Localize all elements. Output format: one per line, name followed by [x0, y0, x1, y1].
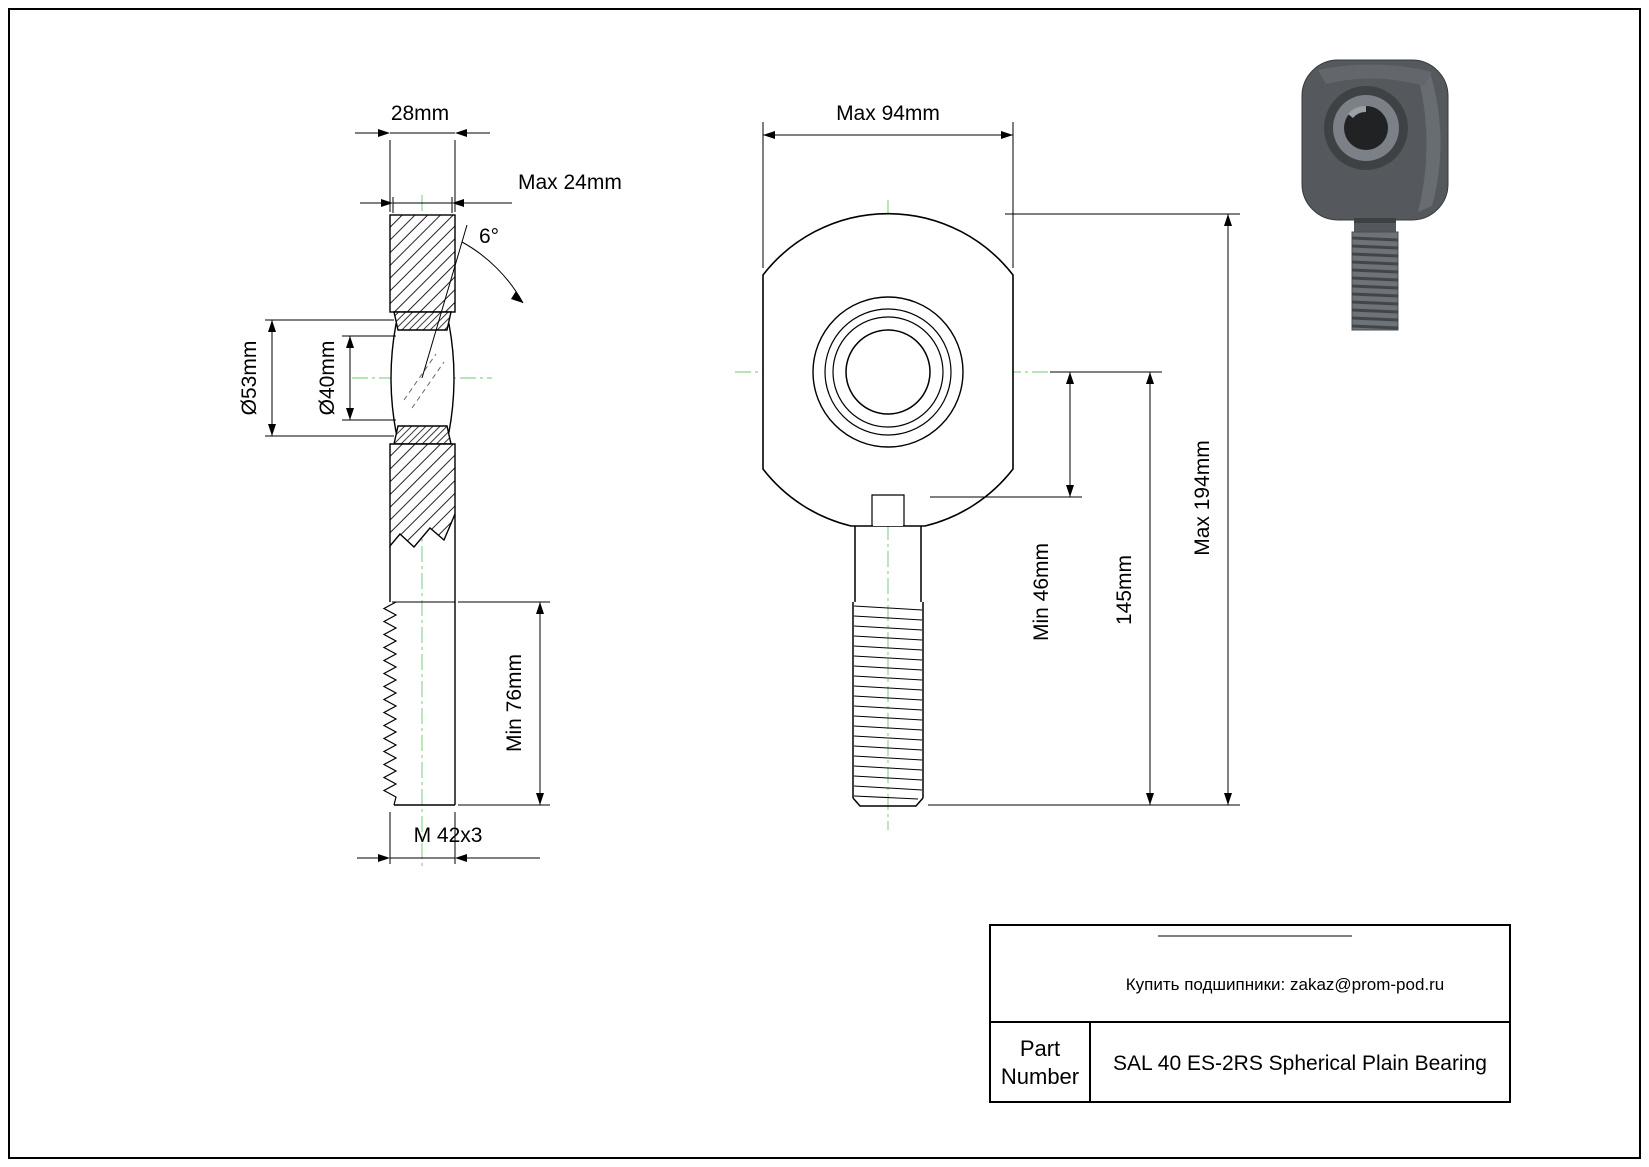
dim-label-thread-length: Min 76mm	[503, 654, 526, 752]
dim-ball-width: Max 24mm	[360, 171, 622, 213]
dim-label-thread-spec: M 42x3	[414, 824, 483, 847]
seal-circle	[832, 316, 944, 428]
arrow-icon	[378, 854, 390, 862]
ball-dashed-marks	[403, 353, 445, 409]
dim-misalignment-angle: 6°	[461, 225, 524, 304]
dim-thread-length: Min 76mm	[458, 601, 550, 806]
dim-label-center-to-end: 145mm	[1113, 555, 1136, 625]
ring-circle	[824, 308, 952, 436]
arrow-icon	[1224, 793, 1232, 805]
title-block: Купить подшипники: zakaz@prom-pod.ru Par…	[989, 924, 1511, 1103]
dim-head-width-max: Max 94mm	[762, 102, 1014, 268]
shank-end	[852, 797, 924, 807]
neck-notch	[871, 494, 905, 526]
arrow-icon	[268, 424, 276, 436]
front-view: Max 94mm Min 46mm 145mm Max 194mm	[735, 102, 1240, 830]
arrow-icon	[1066, 372, 1074, 384]
head-section-bottom	[389, 443, 456, 549]
contact-text: Купить подшипники: zakaz@prom-pod.ru	[1126, 975, 1445, 994]
side-view: 28mm Max 24mm 6° Ø53mm	[238, 102, 622, 868]
dim-overall-length: Max 194mm	[1005, 213, 1240, 805]
arrow-icon	[536, 602, 544, 614]
arrow-icon	[1146, 372, 1154, 384]
arrow-icon	[536, 793, 544, 805]
side-view-geometry	[382, 214, 468, 806]
render-head-facet-top	[1318, 64, 1432, 86]
arrow-icon	[378, 129, 390, 137]
title-block-border	[989, 924, 1511, 1103]
dim-bore-diameter: Ø40mm	[316, 335, 396, 421]
outer-ring-top	[393, 311, 452, 331]
render-bore-hole	[1344, 106, 1388, 150]
arrow-icon	[452, 199, 464, 207]
arrow-icon	[1224, 214, 1232, 226]
render-bore-highlight	[1348, 105, 1366, 118]
arrow-icon	[511, 291, 523, 303]
dim-center-to-shoulder: Min 46mm	[930, 371, 1162, 641]
dim-label-angle: 6°	[479, 225, 499, 248]
dim-head-width: 28mm	[355, 102, 490, 212]
bore-circle	[845, 329, 931, 415]
part-label-line1: Part	[1020, 1036, 1060, 1061]
dim-center-to-end: 145mm	[928, 372, 1240, 806]
arrow-icon	[1066, 485, 1074, 497]
render-thread-ridges	[1351, 236, 1399, 330]
render-3d	[1301, 59, 1449, 331]
outer-ring-circle	[812, 296, 964, 448]
dim-label-head-width-max: Max 94mm	[836, 102, 940, 125]
arrow-icon	[763, 131, 775, 139]
dim-ball-diameter: Ø53mm	[238, 319, 394, 437]
neck-notch-fill	[873, 496, 903, 526]
dim-label-overall-length: Max 194mm	[1191, 440, 1214, 556]
thread-lines	[853, 605, 923, 800]
outer-ring-bottom	[393, 425, 452, 445]
render-head-facet-right	[1416, 68, 1441, 212]
dim-label-ball-width: Max 24mm	[518, 171, 622, 194]
part-label-line2: Number	[1001, 1064, 1079, 1089]
dim-thread-spec: M 42x3	[357, 812, 540, 864]
dim-label-ball-diameter: Ø53mm	[238, 341, 261, 416]
arrow-icon	[268, 320, 276, 332]
arrow-icon	[1001, 131, 1013, 139]
arrow-icon	[455, 129, 467, 137]
part-number-value: SAL 40 ES-2RS Spherical Plain Bearing	[1113, 1052, 1487, 1075]
render-neck-shadow	[1354, 218, 1396, 223]
front-view-geometry	[762, 212, 1014, 807]
dim-label-center-to-shoulder: Min 46mm	[1030, 543, 1053, 641]
dim-label-bore-diameter: Ø40mm	[316, 341, 339, 416]
arrow-icon	[455, 854, 467, 862]
dim-label-head-width: 28mm	[391, 102, 449, 125]
head-outline	[762, 212, 1014, 527]
arrow-icon	[346, 408, 354, 420]
thread-profile	[382, 601, 398, 806]
tilt-line	[421, 224, 468, 379]
arrow-icon	[1146, 793, 1154, 805]
arrow-icon	[381, 199, 393, 207]
arrow-icon	[346, 336, 354, 348]
